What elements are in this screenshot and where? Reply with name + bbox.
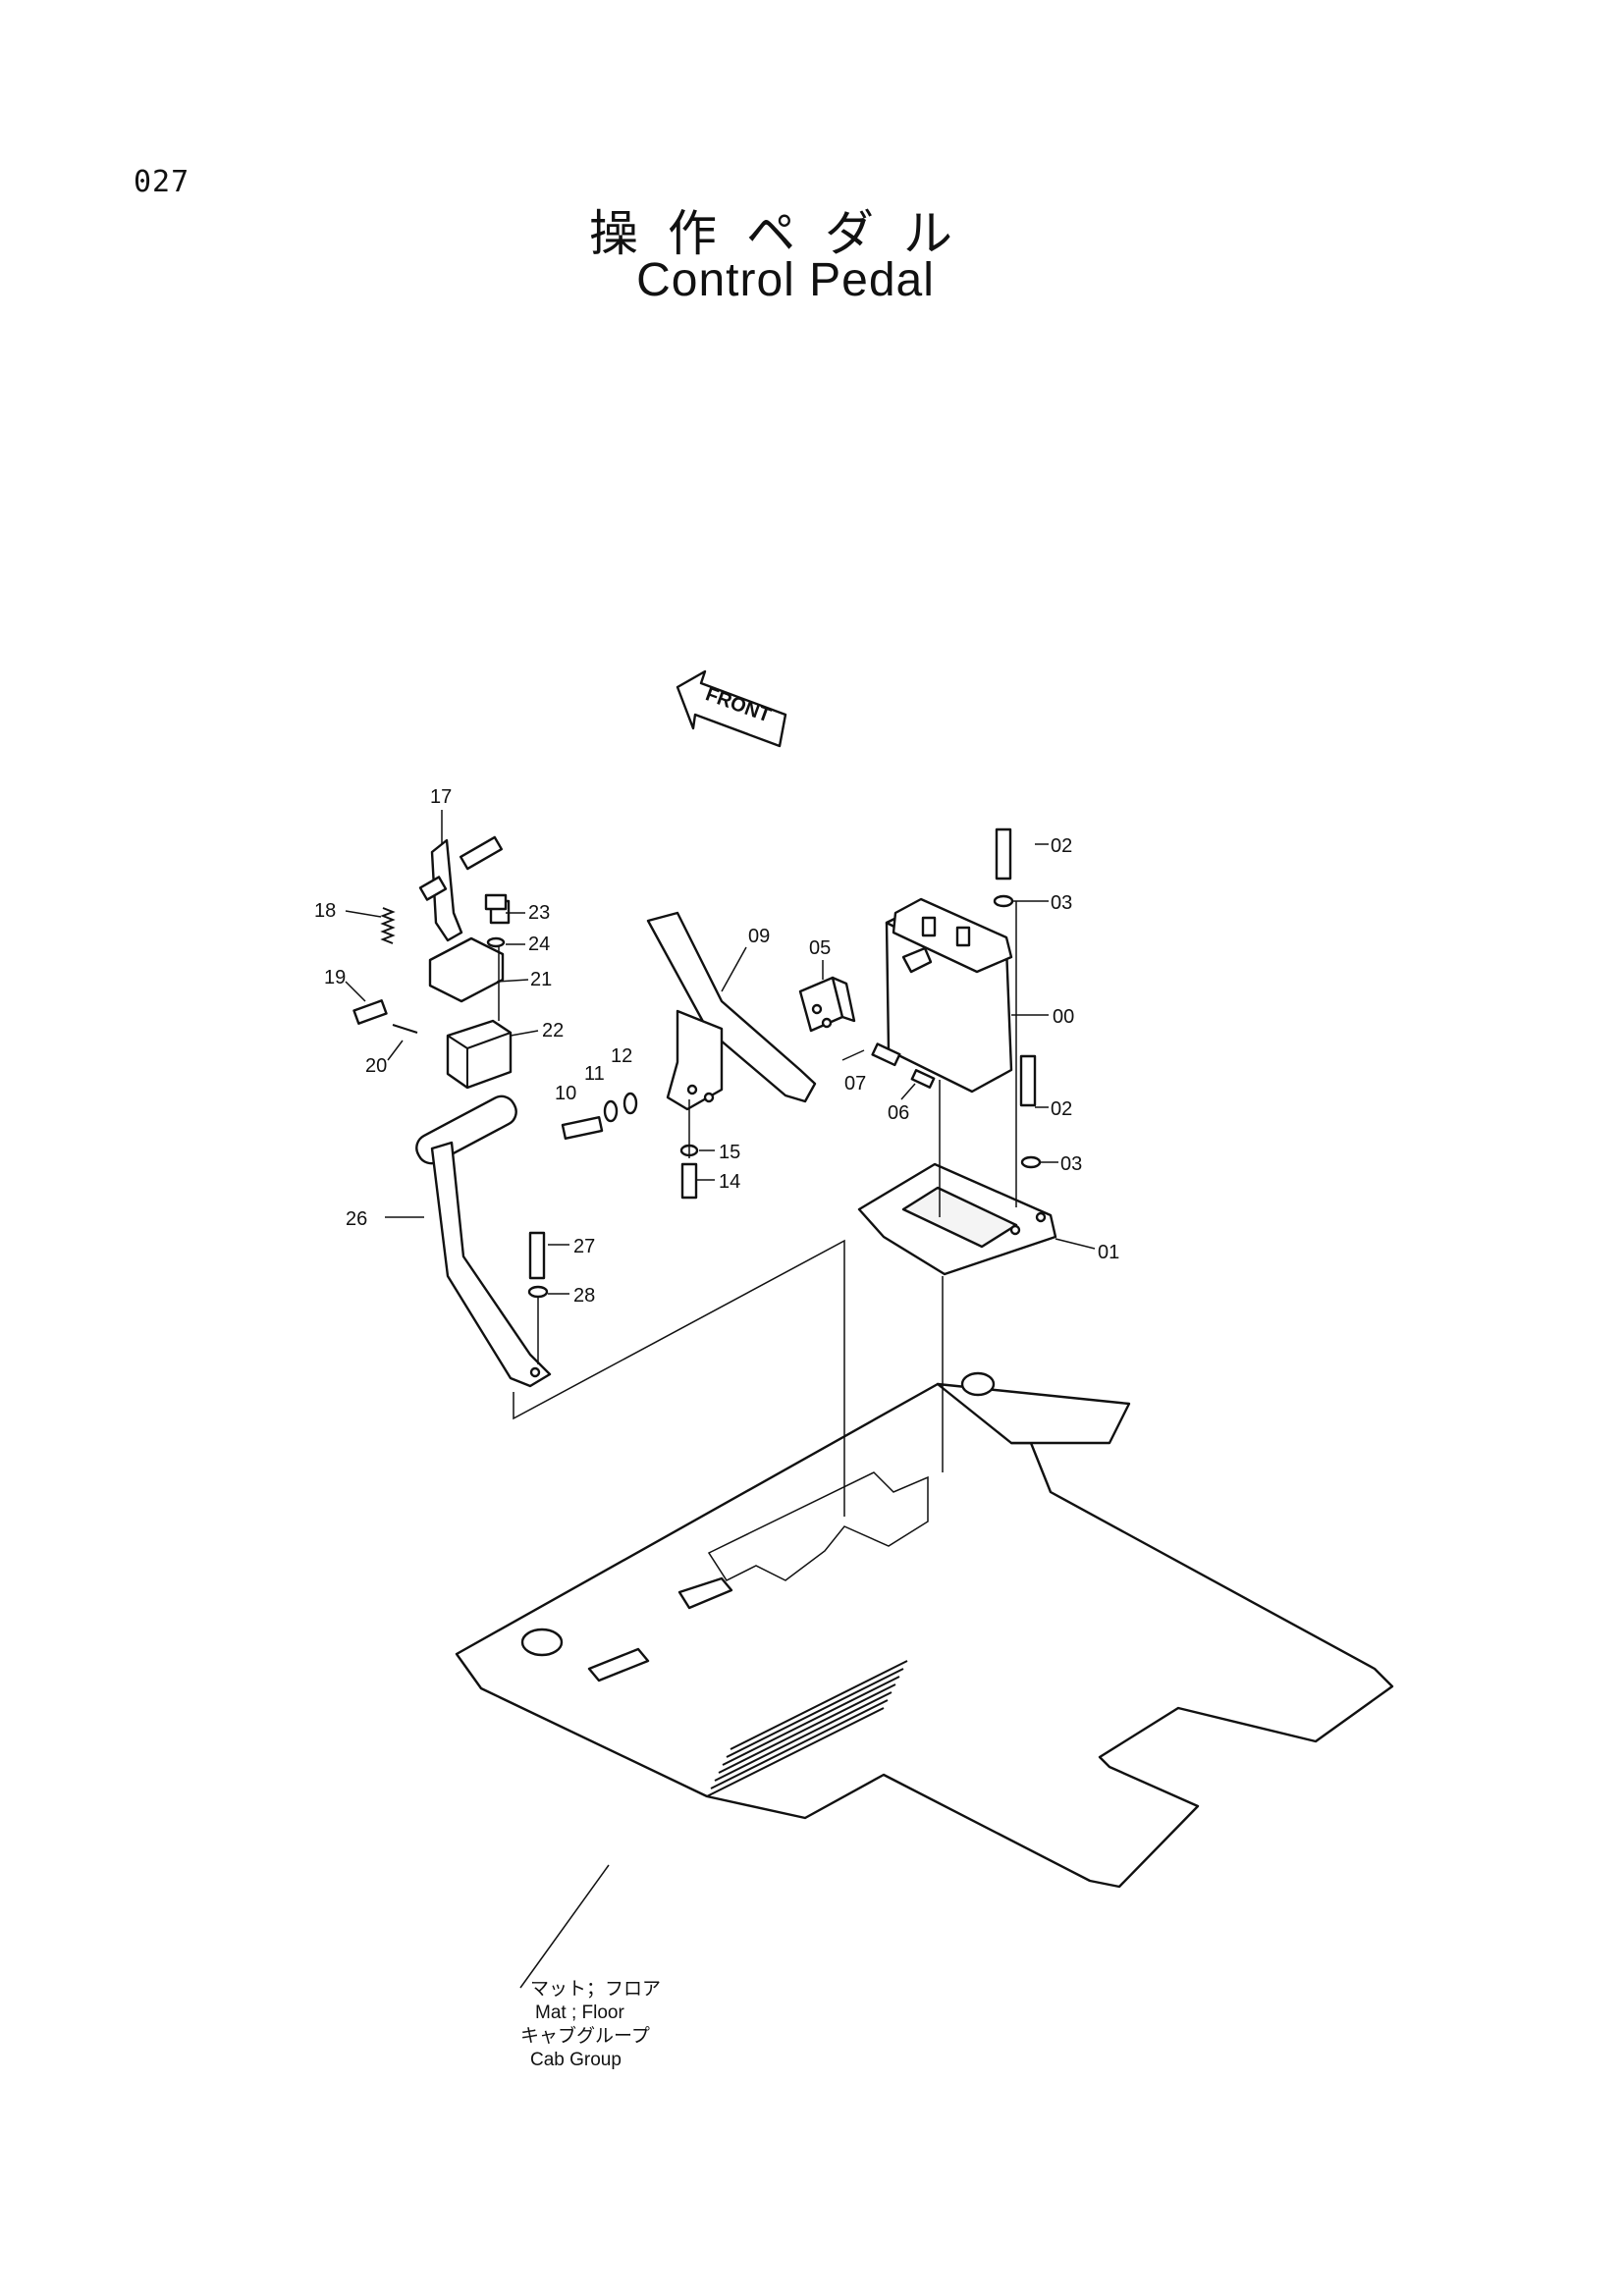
callout-21: 21 (530, 969, 552, 990)
callout-00: 00 (1053, 1006, 1074, 1028)
lever-assembly (352, 835, 513, 1090)
callout-17: 17 (430, 786, 452, 808)
callout-labels: 17 18 19 20 21 22 23 24 09 05 07 06 10 1… (314, 786, 1119, 1307)
reference-note-line-1: マット；フロア (530, 1979, 661, 2000)
callout-02-bottom: 02 (1051, 1098, 1072, 1120)
title-english: Control Pedal (636, 254, 935, 306)
reference-note-line-2: Mat ; Floor (535, 2002, 624, 2023)
callout-20: 20 (365, 1055, 387, 1077)
callout-11: 11 (584, 1063, 605, 1085)
callout-15: 15 (719, 1142, 740, 1163)
callout-10: 10 (555, 1083, 576, 1104)
reference-note: マット；フロア Mat ; Floor キャブグループ Cab Group (520, 1979, 661, 2070)
reference-note-line-4: Cab Group (530, 2050, 622, 2070)
callout-03-top: 03 (1051, 892, 1072, 914)
pedal-arm-26 (415, 1095, 552, 1388)
block-05 (798, 976, 856, 1033)
callout-22: 22 (542, 1020, 564, 1041)
callout-19: 19 (324, 967, 346, 988)
callout-23: 23 (528, 902, 550, 924)
title-japanese: 操作ペダル (589, 205, 982, 262)
reference-note-line-3: キャブグループ (520, 2024, 650, 2047)
callout-18: 18 (314, 900, 336, 922)
callout-03-bottom: 03 (1060, 1153, 1082, 1175)
pedal-09 (646, 911, 817, 1111)
mounting-plate-01 (857, 1162, 1057, 1276)
callout-24: 24 (528, 934, 550, 955)
callout-28: 28 (573, 1285, 595, 1307)
floor-mat (455, 1371, 1394, 1889)
callout-07: 07 (844, 1073, 866, 1095)
callout-06: 06 (888, 1102, 909, 1124)
callout-12: 12 (611, 1045, 632, 1067)
pins-06-07 (871, 1042, 936, 1089)
guide-lines (498, 901, 1017, 1989)
callout-02-top: 02 (1051, 835, 1072, 857)
callout-09: 09 (748, 926, 770, 947)
leader-lines (345, 810, 1096, 1295)
callout-27: 27 (573, 1236, 595, 1257)
callout-05: 05 (809, 937, 831, 959)
control-valve-00 (885, 897, 1013, 1094)
callout-26: 26 (346, 1208, 367, 1230)
front-arrow: FRONT (676, 669, 787, 748)
callout-14: 14 (719, 1171, 740, 1193)
callout-01: 01 (1098, 1242, 1119, 1263)
page-number: 027 (134, 165, 190, 199)
